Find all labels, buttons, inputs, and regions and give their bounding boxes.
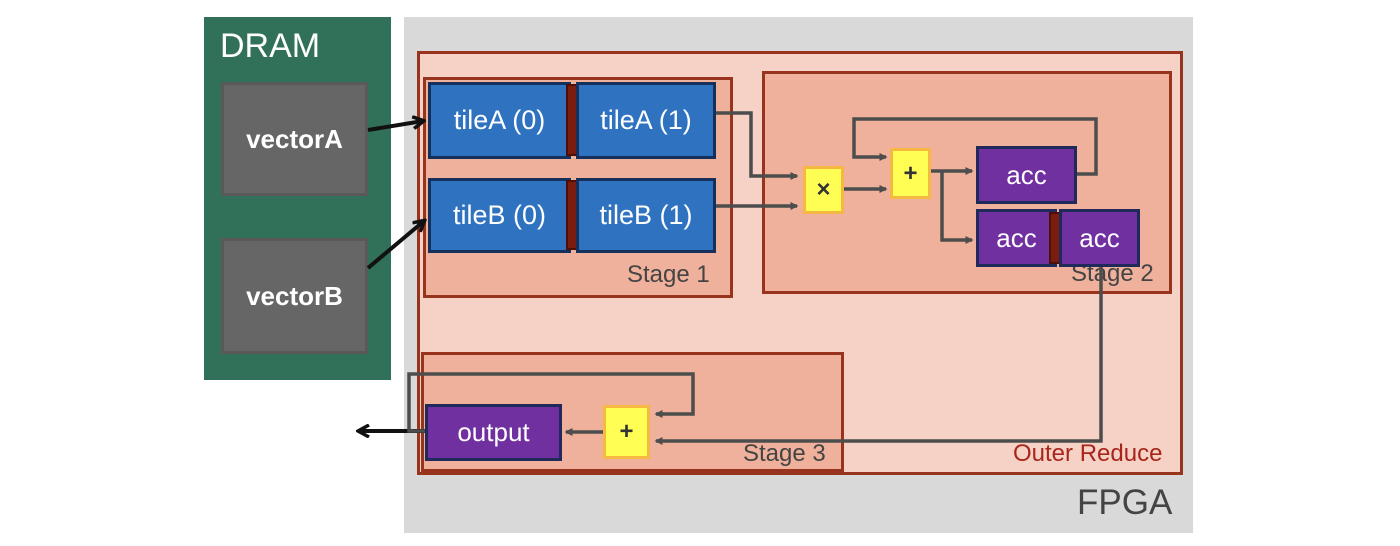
wire-tile-a-to-multiply [716,111,799,180]
acc-buffer-1: acc [1059,209,1140,267]
stage-3-label: Stage 3 [743,440,826,467]
multiply-operator: × [803,166,844,214]
outer-reduce-label: Outer Reduce [1013,440,1163,467]
arrow-vector-b-to-tile-b [366,221,424,270]
stage-1-label: Stage 1 [627,261,710,288]
tile-a0: tileA (0) [428,82,571,159]
wire-acc-buffer-to-stage3 [654,267,1103,445]
vector-a-box: vectorA [221,82,368,196]
vector-b-box: vectorB [221,238,368,354]
wire-output-feedback [407,372,695,433]
tile-a1: tileA (1) [576,82,716,159]
wire-add-to-acc-buffer [940,171,974,244]
output-register: output [425,404,562,461]
accumulator: acc [976,146,1077,204]
dram-title: DRAM [220,27,321,65]
arrow-vector-a-to-tile-a [367,121,423,132]
wire-acc-feedback [852,117,1098,176]
add-operator-stage2: + [890,148,931,199]
tile-b0: tileB (0) [428,178,571,253]
fpga-label: FPGA [1077,483,1173,522]
acc-buffer-0: acc [976,209,1057,267]
tile-b1: tileB (1) [576,178,716,253]
add-operator-stage3: + [603,405,650,459]
